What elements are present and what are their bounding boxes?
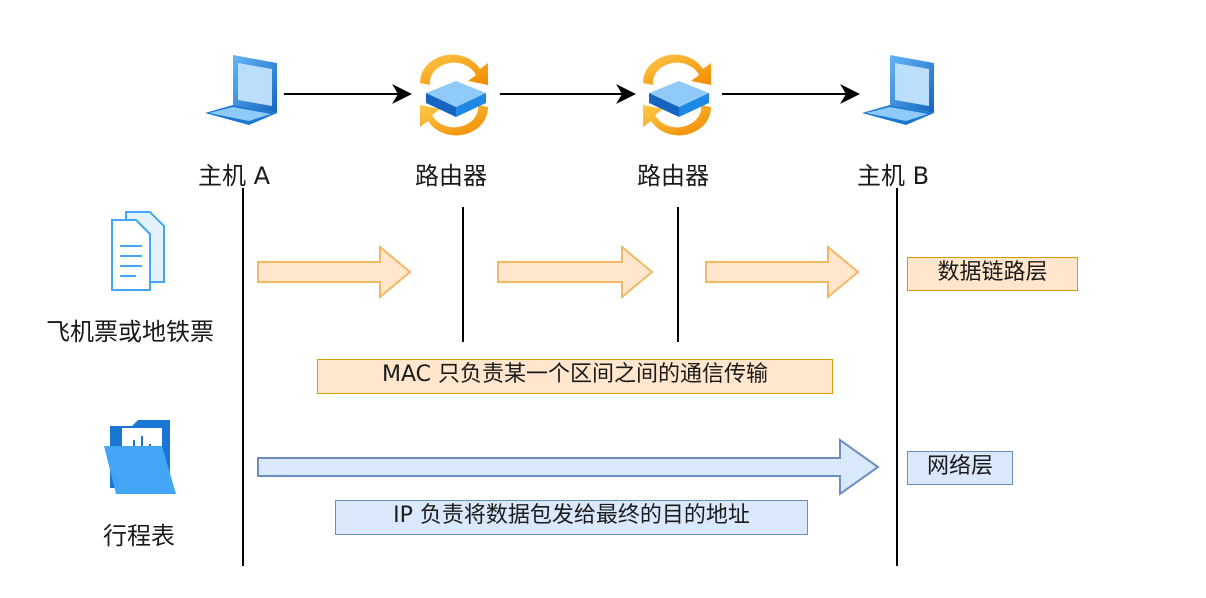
- host-a-vertical-line: [242, 188, 244, 566]
- document-icon: [111, 211, 165, 291]
- data-link-hop-arrow-1: [257, 244, 412, 300]
- network-layer-badge: 网络层: [907, 451, 1013, 485]
- data-link-layer-badge: 数据链路层: [907, 257, 1078, 291]
- folder-icon: [104, 420, 176, 494]
- laptop-icon-host-a: [205, 55, 277, 125]
- router-1-vertical-line: [462, 207, 464, 342]
- itinerary-label: 行程表: [103, 522, 175, 550]
- ticket-label: 飞机票或地铁票: [46, 318, 214, 346]
- router-icon-1: [419, 54, 489, 136]
- router-2-label: 路由器: [637, 162, 709, 190]
- host-a-label: 主机 A: [198, 162, 271, 190]
- data-link-hop-arrow-2: [497, 244, 654, 300]
- ip-note: IP 负责将数据包发给最终的目的地址: [335, 500, 808, 535]
- mac-note: MAC 只负责某一个区间之间的通信传输: [317, 359, 833, 394]
- router-icon-2: [642, 54, 712, 136]
- router-1-label: 路由器: [415, 162, 487, 190]
- data-link-hop-arrow-3: [705, 244, 860, 300]
- laptop-icon-host-b: [862, 55, 934, 125]
- host-b-vertical-line: [896, 188, 898, 566]
- network-end-to-end-arrow: [257, 438, 880, 496]
- host-b-label: 主机 B: [857, 162, 930, 190]
- router-2-vertical-line: [677, 207, 679, 342]
